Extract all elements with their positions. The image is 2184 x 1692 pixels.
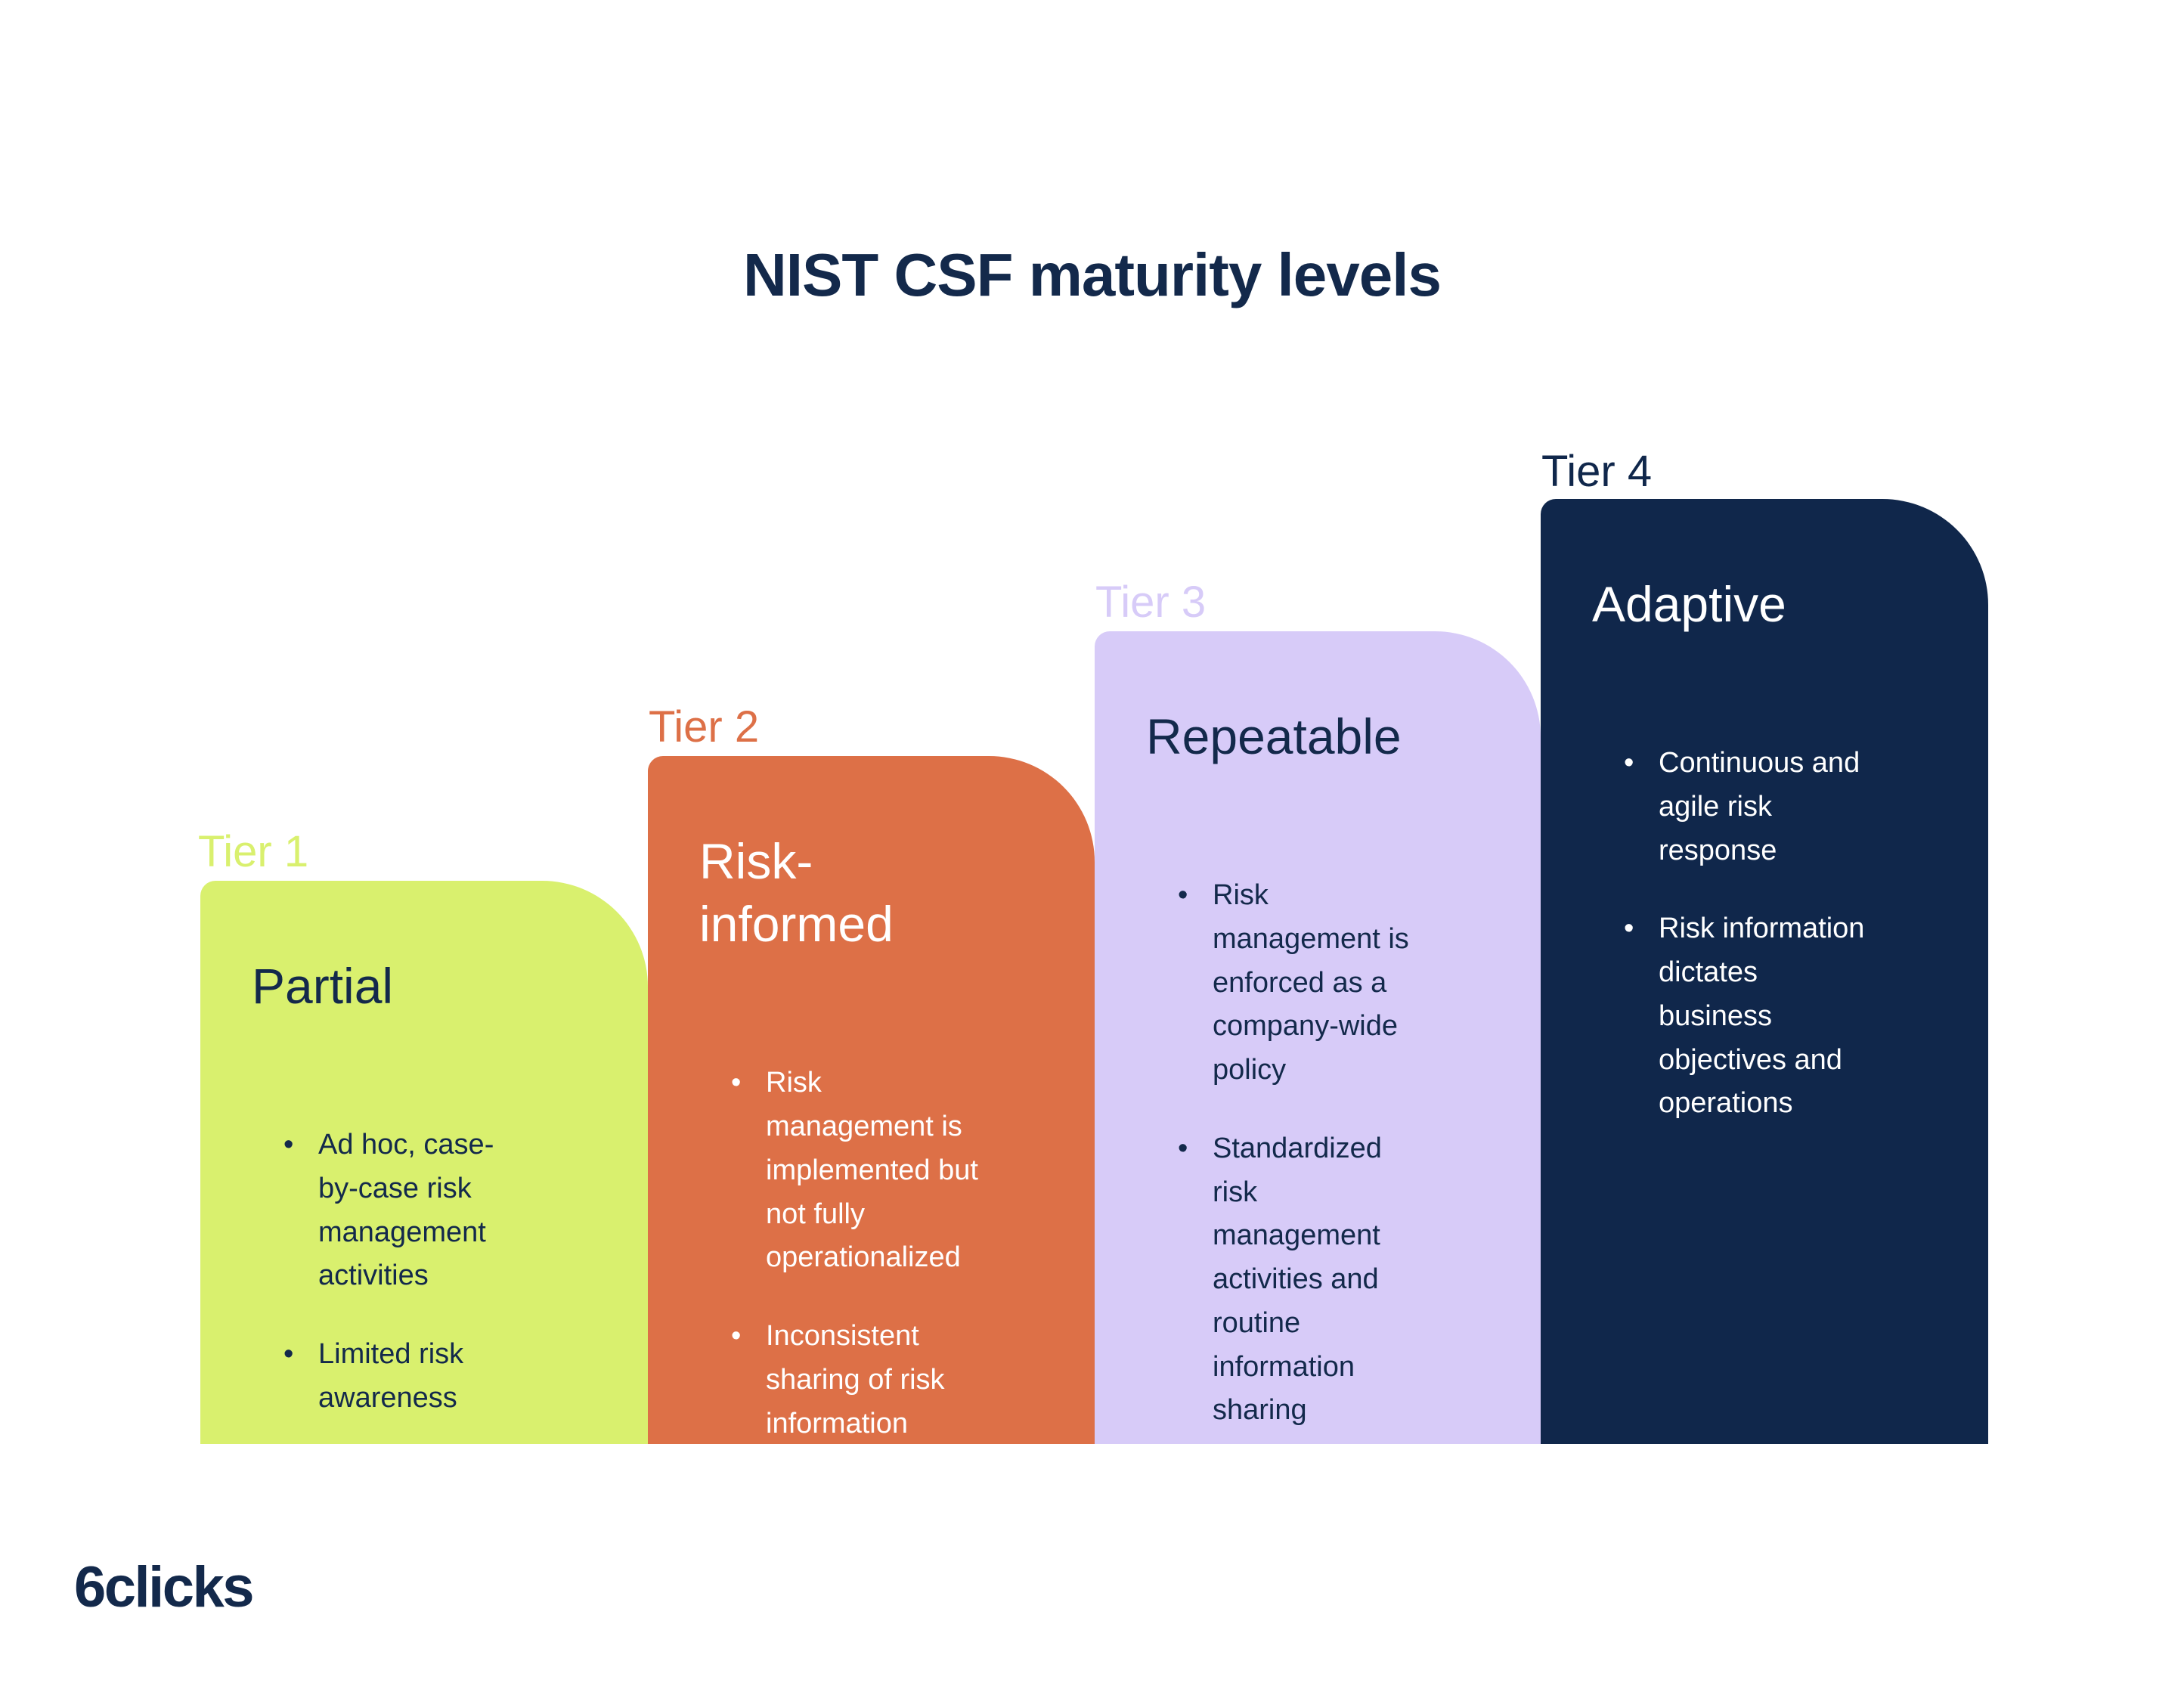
tier-3-bullets: Risk management is enforced as a company… bbox=[1167, 874, 1428, 1433]
tier-4-name: Adaptive bbox=[1592, 576, 1786, 632]
tier-1-label: Tier 1 bbox=[198, 827, 309, 876]
tier-2-name: Risk-informed bbox=[699, 833, 894, 953]
tier-3-name: Repeatable bbox=[1146, 708, 1402, 764]
bullet-item: Ad hoc, case-by-case risk management act… bbox=[273, 1123, 534, 1298]
bullet-item: Limited risk awareness bbox=[273, 1333, 534, 1421]
tier-4-bullets: Continuous and agile risk response Risk … bbox=[1613, 742, 1874, 1126]
tier-2-block-risk-informed: Risk-informed Risk management is impleme… bbox=[648, 756, 1095, 1444]
tier-1-block-partial: Partial Ad hoc, case-by-case risk manage… bbox=[200, 881, 648, 1444]
bullet-item: Standardized risk management activities … bbox=[1167, 1127, 1428, 1433]
bullet-item: Risk management is enforced as a company… bbox=[1167, 874, 1428, 1092]
bullet-item: Risk management is implemented but not f… bbox=[720, 1061, 981, 1280]
tier-4-block-adaptive: Adaptive Continuous and agile risk respo… bbox=[1541, 499, 1988, 1444]
tier-3-block-repeatable: Repeatable Risk management is enforced a… bbox=[1095, 631, 1541, 1444]
tier-2-bullets: Risk management is implemented but not f… bbox=[720, 1061, 981, 1446]
page-title: NIST CSF maturity levels bbox=[743, 241, 1442, 308]
bullet-item: Risk information dictates business objec… bbox=[1613, 907, 1874, 1126]
bullet-item: Continuous and agile risk response bbox=[1613, 742, 1874, 872]
bullet-item: Inconsistent sharing of risk information bbox=[720, 1315, 981, 1446]
tier-1-name: Partial bbox=[252, 958, 394, 1014]
brand-logo: 6clicks bbox=[74, 1555, 255, 1619]
tier-2-label: Tier 2 bbox=[649, 702, 760, 751]
tier-4-label: Tier 4 bbox=[1541, 447, 1653, 496]
tier-3-label: Tier 3 bbox=[1095, 578, 1207, 627]
tier-1-bullets: Ad hoc, case-by-case risk management act… bbox=[273, 1123, 534, 1421]
